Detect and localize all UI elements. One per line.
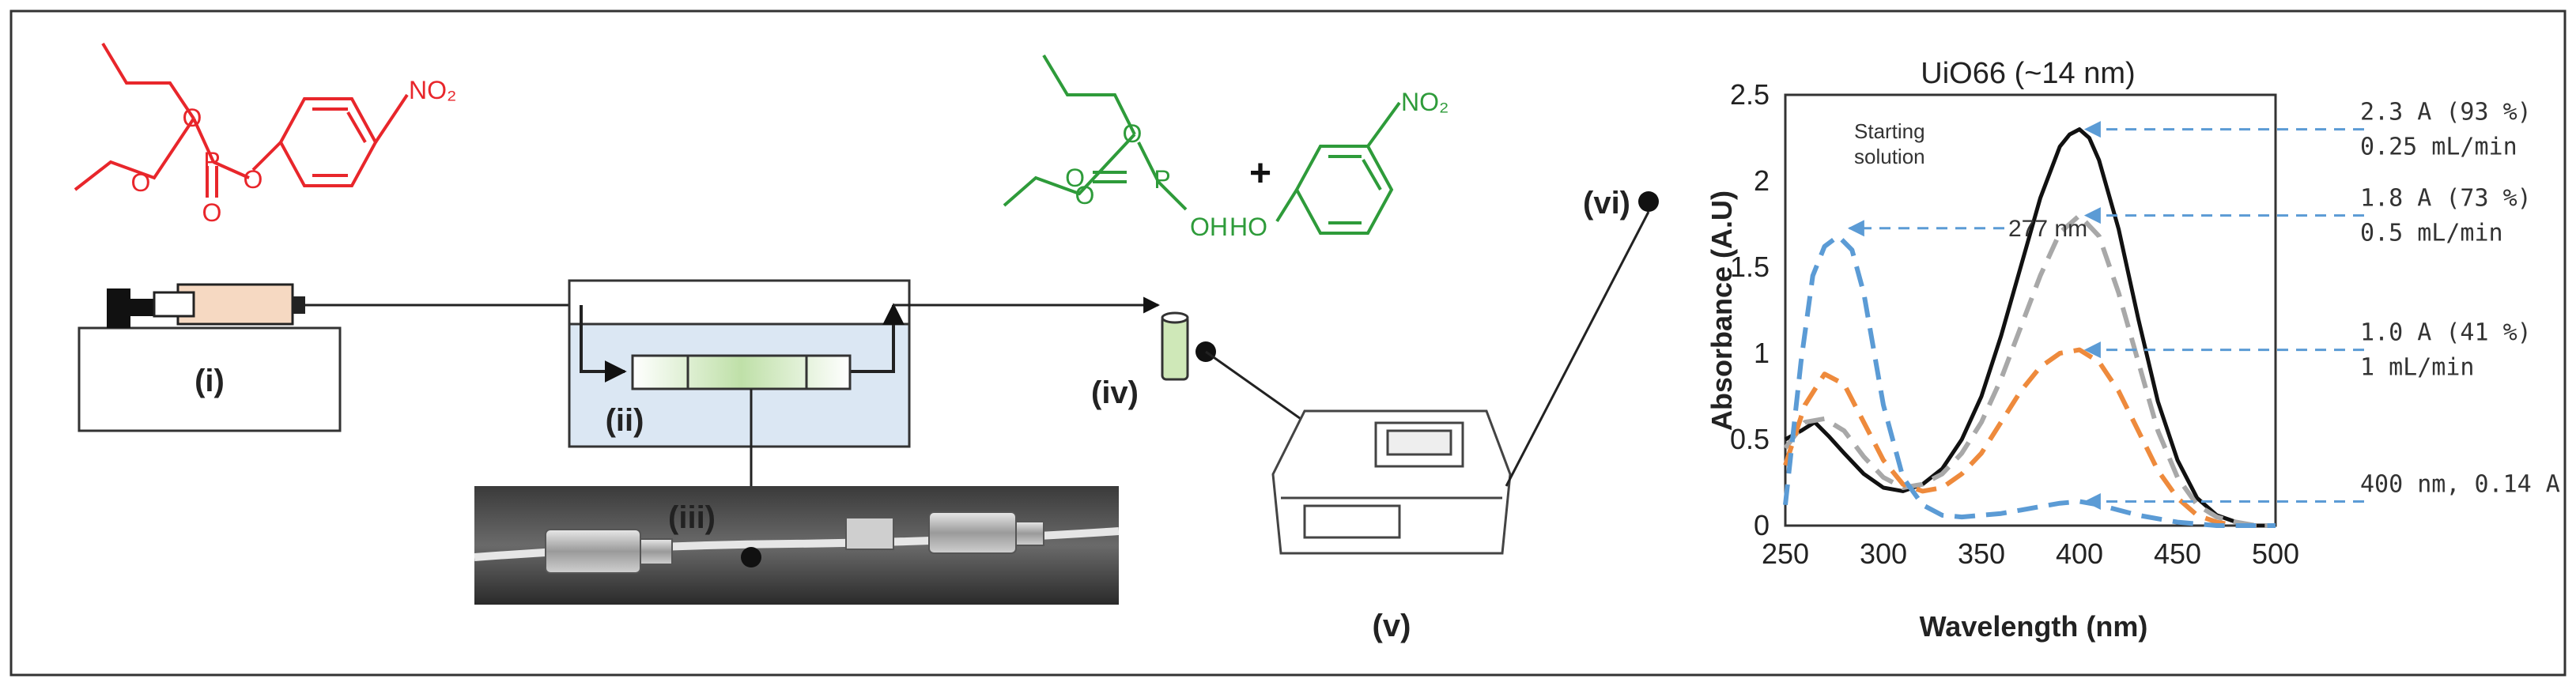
y-ticks: 0 0.5 1 1.5 2 2.5 bbox=[1730, 78, 1770, 541]
product-o-double: O bbox=[1065, 164, 1085, 192]
plus-sign: + bbox=[1249, 153, 1271, 194]
series-grey-dashed bbox=[1783, 213, 2276, 528]
label-vi: (vi) bbox=[1583, 186, 1630, 221]
water-bath bbox=[568, 279, 911, 557]
reactant-no2: NO₂ bbox=[409, 76, 456, 104]
figure-frame bbox=[9, 9, 2567, 677]
reactant-p: P bbox=[203, 147, 220, 175]
sample-vial bbox=[1161, 311, 1189, 381]
legend-starting: Starting bbox=[1854, 119, 1925, 143]
reactant-o-double: O bbox=[202, 198, 222, 227]
x-tick-label: 450 bbox=[2154, 537, 2201, 570]
annotation-flow: 0.5 mL/min bbox=[2360, 220, 2503, 247]
chart-title: UiO66 (~14 nm) bbox=[1921, 57, 2135, 90]
spectrum-link bbox=[1505, 211, 1650, 487]
annotation-flow: 1 mL/min bbox=[2360, 354, 2475, 382]
product-o-top: O bbox=[1123, 119, 1143, 148]
y-tick-label: 1.5 bbox=[1730, 251, 1770, 283]
annotation-value: 1.0 A (41 %) bbox=[2360, 319, 2532, 347]
peak-label: 277 nm bbox=[2008, 216, 2087, 242]
cartridge-photo bbox=[474, 486, 1120, 605]
x-ticks: 250 300 350 400 450 500 bbox=[1762, 537, 2299, 570]
reactant-molecule bbox=[74, 42, 409, 198]
annotation-flow: 0.25 mL/min bbox=[2360, 134, 2517, 161]
legend-solution: solution bbox=[1854, 145, 1925, 168]
y-tick-label: 0.5 bbox=[1730, 423, 1770, 455]
x-tick-label: 400 bbox=[2056, 537, 2103, 570]
label-iv: (iv) bbox=[1091, 375, 1139, 410]
x-tick-label: 500 bbox=[2252, 537, 2299, 570]
x-tick-label: 250 bbox=[1762, 537, 1809, 570]
absorbance-chart: UiO66 (~14 nm) 0 0.5 1 1.5 2 2.5 250 300 350 400… bbox=[1705, 57, 2560, 643]
spectrum-dot bbox=[1638, 191, 1659, 212]
product-ho: HO bbox=[1229, 213, 1267, 241]
product-no2: NO₂ bbox=[1401, 88, 1449, 116]
y-tick-label: 2.5 bbox=[1730, 78, 1770, 111]
label-iii: (iii) bbox=[668, 500, 716, 535]
reactant-o-left: O bbox=[131, 168, 151, 197]
annotation-value: 1.8 A (73 %) bbox=[2360, 185, 2532, 213]
x-axis-label: Wavelength (nm) bbox=[1920, 610, 2148, 643]
syringe-pump bbox=[77, 283, 342, 432]
label-i: (i) bbox=[195, 364, 225, 398]
spectrophotometer bbox=[1271, 409, 1512, 555]
x-tick-label: 350 bbox=[1958, 537, 2005, 570]
series-layer bbox=[1783, 127, 2276, 528]
annotation-value: 400 nm, 0.14 A bbox=[2360, 470, 2560, 498]
series-orange-dashed bbox=[1783, 347, 2276, 528]
cartridge-pointer-dot bbox=[741, 547, 761, 567]
product-phosphate bbox=[1003, 54, 1188, 211]
product-oh: OH bbox=[1190, 213, 1228, 241]
series-blue-dashed bbox=[1783, 233, 2276, 528]
x-tick-label: 300 bbox=[1860, 537, 1907, 570]
reactant-o-ester: O bbox=[244, 165, 263, 194]
product-o-left: O bbox=[1075, 181, 1095, 209]
annotation-layer: 2.3 A (93 %) 0.25 mL/min 1.8 A (73 %) 0.5 m… bbox=[1847, 99, 2560, 510]
product-p: P bbox=[1154, 165, 1170, 194]
y-tick-label: 1 bbox=[1754, 337, 1770, 369]
annotation-value: 2.3 A (93 %) bbox=[2360, 99, 2532, 126]
reactant-o-top: O bbox=[183, 104, 202, 132]
label-ii: (ii) bbox=[606, 403, 644, 438]
y-tick-label: 2 bbox=[1754, 164, 1770, 197]
y-axis-label: Absorbance (A.U) bbox=[1705, 190, 1738, 431]
series-black-solid bbox=[1784, 127, 2276, 528]
y-tick-label: 0 bbox=[1754, 509, 1770, 541]
product-nitrophenol bbox=[1275, 101, 1401, 235]
label-v: (v) bbox=[1373, 609, 1411, 643]
